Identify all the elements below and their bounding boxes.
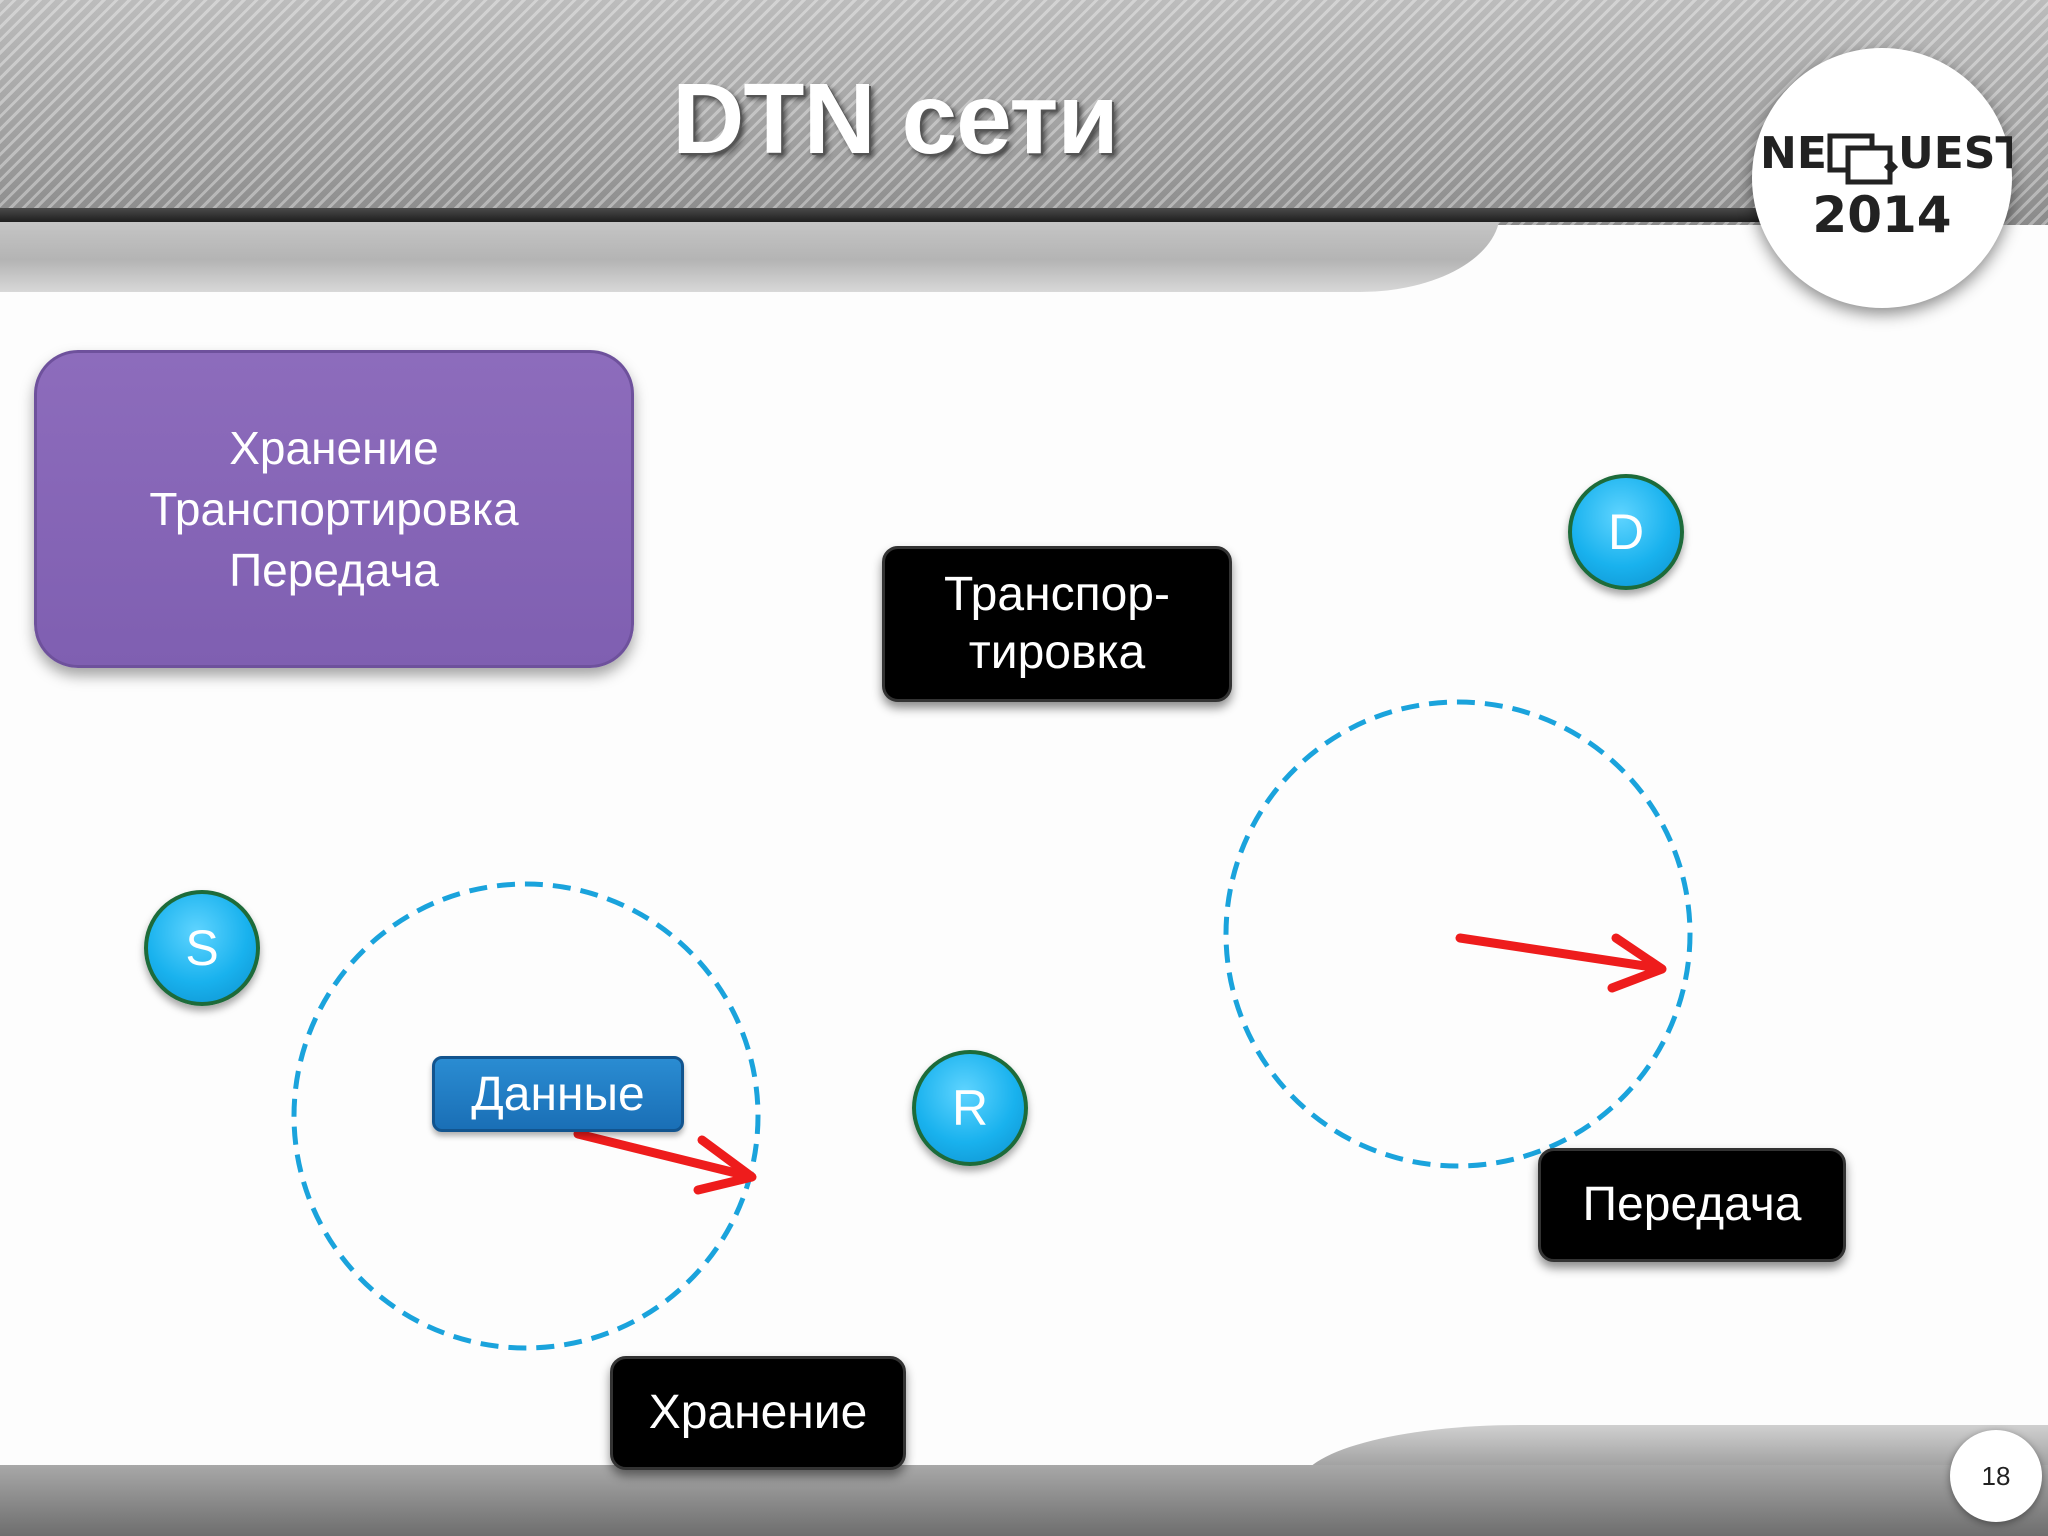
summary-box: Хранение Транспортировка Передача bbox=[34, 350, 634, 668]
logo-text-suffix: UEST bbox=[1898, 128, 2012, 179]
node-relay: R bbox=[912, 1050, 1028, 1166]
conference-logo: NE UEST 2014 bbox=[1752, 48, 2012, 308]
page-number: 18 bbox=[1950, 1430, 2042, 1522]
transmission-arrow bbox=[1455, 933, 1667, 993]
slide-title: DTN сети bbox=[672, 63, 1119, 175]
label-transport: Транспор- тировка bbox=[882, 546, 1232, 702]
summary-line-storage: Хранение bbox=[229, 421, 439, 474]
label-transmission: Передача bbox=[1538, 1148, 1846, 1262]
logo-year: 2014 bbox=[1812, 186, 1951, 244]
logo-screens-icon bbox=[1827, 133, 1899, 185]
header-divider bbox=[0, 208, 1900, 222]
logo-text-prefix: NE bbox=[1760, 128, 1827, 179]
summary-line-transport: Транспортировка bbox=[149, 482, 519, 535]
label-storage: Хранение bbox=[610, 1356, 906, 1470]
label-transport-line2: тировка bbox=[968, 626, 1146, 679]
data-packet-label: Данные bbox=[432, 1056, 684, 1132]
logo-graphic: NE UEST 2014 bbox=[1760, 128, 2012, 244]
header-sweep bbox=[0, 212, 1500, 292]
source-range-circle bbox=[291, 881, 761, 1351]
header-band bbox=[0, 0, 2048, 225]
data-movement-arrow bbox=[573, 1129, 757, 1195]
summary-line-transmission: Передача bbox=[229, 543, 439, 596]
node-destination: D bbox=[1568, 474, 1684, 590]
footer-band bbox=[0, 1465, 2048, 1536]
relay-range-circle bbox=[1223, 699, 1693, 1169]
label-transport-line1: Транспор- bbox=[944, 568, 1170, 621]
node-source: S bbox=[144, 890, 260, 1006]
